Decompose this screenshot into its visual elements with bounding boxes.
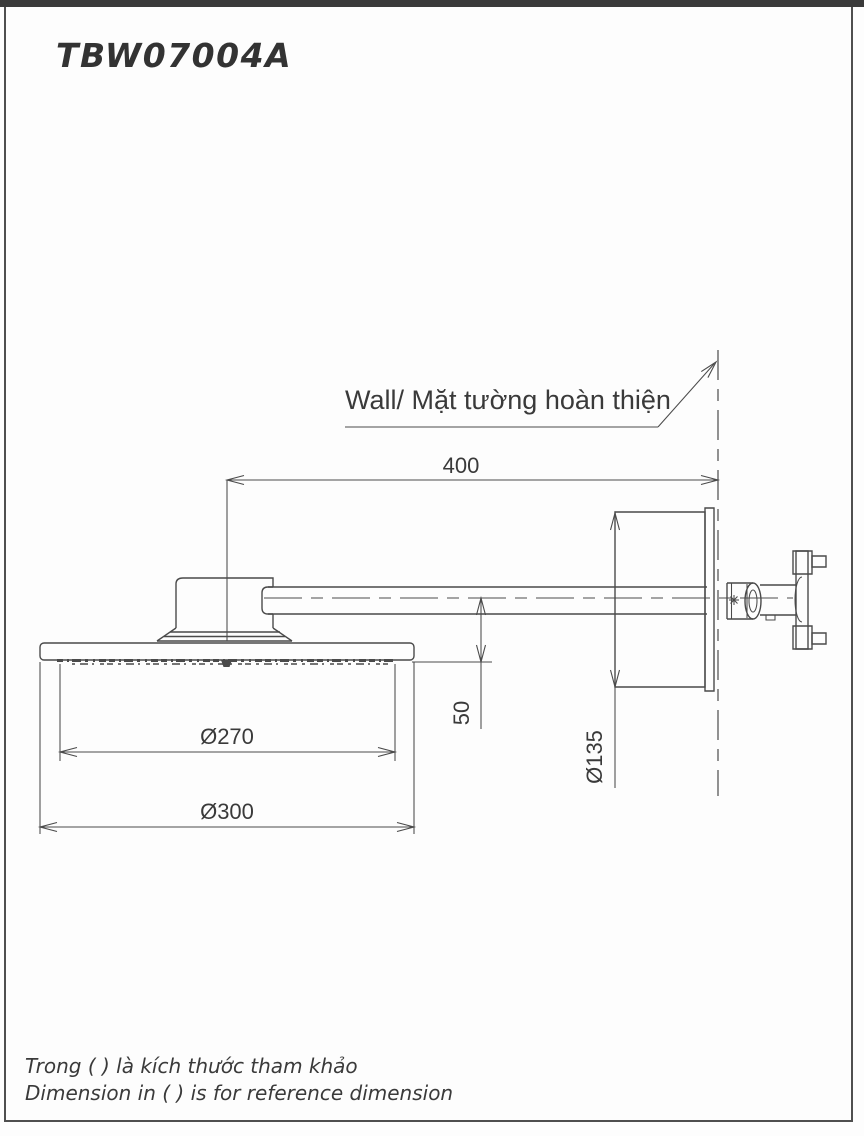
dim-spray-face: Ø270 [60,664,395,761]
wall-flange [615,508,714,691]
sheet-border [4,7,853,1122]
shower-head [40,578,414,667]
dim-label-400: 400 [443,453,480,478]
dim-head-offset: 50 [412,598,492,729]
center-nozzle [221,660,232,667]
inwall-pipe [760,585,796,620]
dim-flange-diameter: Ø135 [582,513,620,788]
dim-head-diameter: Ø300 [40,662,414,834]
footer-line-vietnamese: Trong ( ) là kích thước tham khảo [25,1054,358,1078]
dim-label-50: 50 [449,701,474,725]
inwall-fitting [727,551,826,649]
page-title: TBW07004A [56,36,293,75]
dim-label-135: Ø135 [582,730,607,784]
wall-leader: Wall/ Mặt tường hoàn thiện [345,362,716,427]
dim-label-270: Ø270 [200,724,254,749]
dim-arm-length: 400 [227,453,718,641]
spray-nozzles [57,660,397,667]
dim-label-300: Ø300 [200,799,254,824]
footer-note: Trong ( ) là kích thước tham khảo Dimens… [25,1053,453,1107]
mounting-bracket [793,551,826,649]
top-band [0,0,864,7]
connector-nut [727,583,761,619]
screw-head-icon [729,595,739,605]
wall-label: Wall/ Mặt tường hoàn thiện [345,385,671,415]
footer-line-english: Dimension in ( ) is for reference dimens… [25,1081,454,1105]
